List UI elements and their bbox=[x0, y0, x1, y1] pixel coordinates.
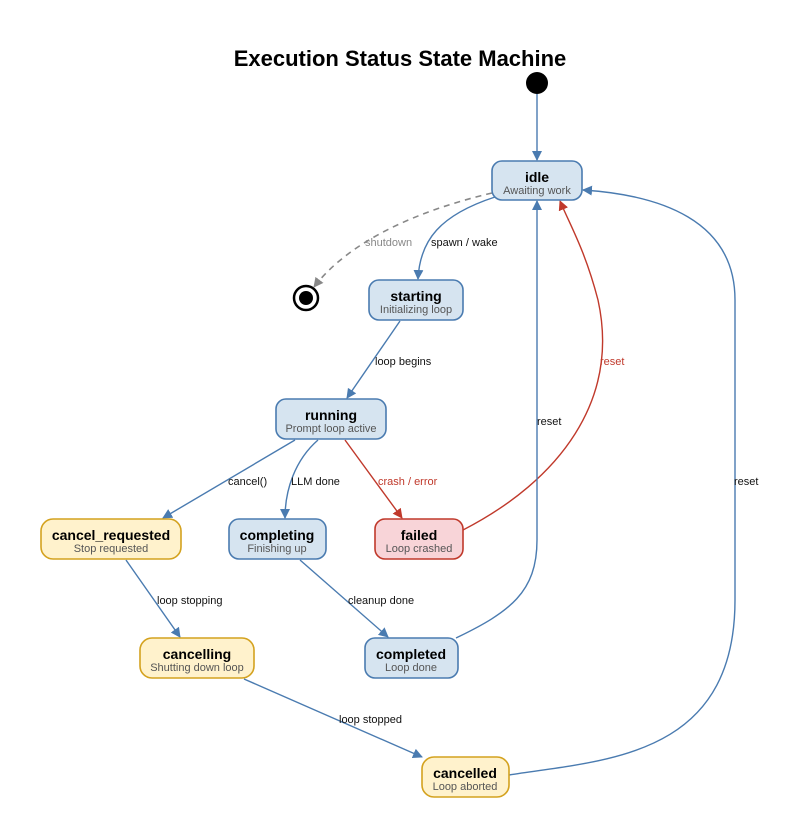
edge-label-reset-completed: reset bbox=[537, 416, 561, 428]
edge-running-completing bbox=[280, 439, 319, 519]
edge-label-loop-stopping: loop stopping bbox=[157, 595, 222, 607]
state-cancelling: cancelling Shutting down loop bbox=[139, 637, 255, 679]
state-desc: Awaiting work bbox=[503, 185, 571, 197]
state-completing: completing Finishing up bbox=[228, 518, 327, 560]
state-name: completed bbox=[376, 646, 446, 662]
state-desc: Loop done bbox=[385, 662, 437, 674]
edge-idle-starting bbox=[413, 196, 496, 280]
edge-completed-idle bbox=[455, 200, 542, 639]
edge-label-loop-begins: loop begins bbox=[375, 356, 432, 368]
state-idle: idle Awaiting work bbox=[491, 160, 583, 201]
state-desc: Initializing loop bbox=[380, 304, 452, 316]
state-desc: Loop crashed bbox=[386, 543, 453, 555]
edge-label-crash-error: crash / error bbox=[378, 476, 438, 488]
edge-label-cancel: cancel() bbox=[228, 476, 267, 488]
edge-cancelling-cancelled bbox=[243, 678, 423, 758]
state-completed: completed Loop done bbox=[364, 637, 459, 679]
initial-state-icon bbox=[526, 72, 548, 94]
state-desc: Loop aborted bbox=[433, 781, 498, 793]
state-name: cancelling bbox=[163, 646, 231, 662]
edge-idle-final bbox=[313, 192, 493, 288]
edge-running-failed bbox=[344, 439, 403, 519]
state-desc: Prompt loop active bbox=[285, 423, 376, 435]
edge-starting-running bbox=[346, 320, 401, 399]
state-running: running Prompt loop active bbox=[275, 398, 387, 440]
state-name: cancelled bbox=[433, 765, 497, 781]
edge-running-cancel-requested bbox=[162, 439, 296, 519]
edge-label-reset-cancelled: reset bbox=[734, 476, 758, 488]
edge-label-llm-done: LLM done bbox=[291, 476, 340, 488]
edge-cancelled-idle bbox=[508, 185, 736, 776]
state-desc: Shutting down loop bbox=[150, 662, 244, 674]
final-state-icon bbox=[292, 284, 320, 312]
state-cancel-requested: cancel_requested Stop requested bbox=[40, 518, 182, 560]
edge-label-loop-stopped: loop stopped bbox=[339, 714, 402, 726]
state-starting: starting Initializing loop bbox=[368, 279, 464, 321]
edge-label-reset-failed: reset bbox=[600, 356, 624, 368]
edge-completing-completed bbox=[299, 559, 389, 638]
state-name: running bbox=[305, 407, 357, 423]
state-name: starting bbox=[390, 288, 441, 304]
state-name: cancel_requested bbox=[52, 527, 170, 543]
state-name: completing bbox=[240, 527, 315, 543]
edge-failed-idle bbox=[462, 200, 604, 531]
edge-label-cleanup-done: cleanup done bbox=[348, 595, 414, 607]
state-name: failed bbox=[401, 527, 438, 543]
state-desc: Stop requested bbox=[74, 543, 149, 555]
edge-label-shutdown: shutdown bbox=[365, 237, 412, 249]
edge-cancel-requested-cancelling bbox=[125, 559, 181, 638]
state-cancelled: cancelled Loop aborted bbox=[421, 756, 510, 798]
state-desc: Finishing up bbox=[247, 543, 306, 555]
state-failed: failed Loop crashed bbox=[374, 518, 464, 560]
state-name: idle bbox=[525, 169, 549, 185]
edge-label-spawn-wake: spawn / wake bbox=[431, 237, 498, 249]
diagram-title: Execution Status State Machine bbox=[234, 46, 567, 71]
